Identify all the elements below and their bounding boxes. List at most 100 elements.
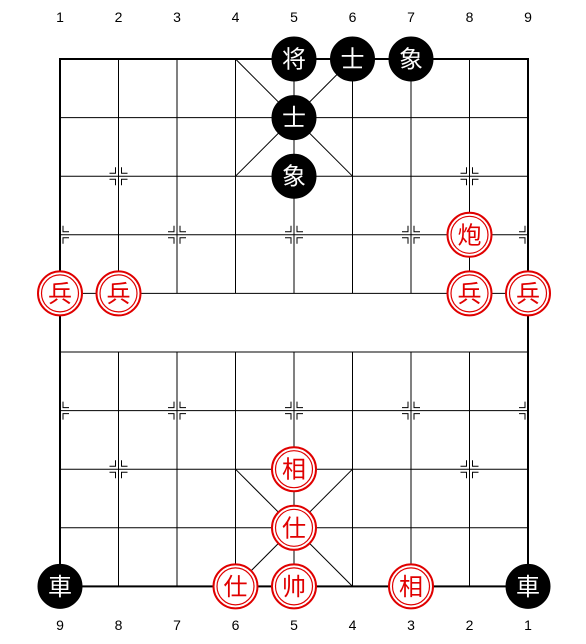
position-mark [402, 237, 409, 244]
position-mark [121, 167, 128, 174]
black-piece[interactable]: 将 [271, 36, 317, 82]
piece-label: 炮 [458, 221, 482, 249]
position-mark [519, 237, 526, 244]
bottom-file-label: 1 [524, 617, 532, 633]
red-piece[interactable]: 相 [271, 446, 317, 493]
piece-label: 兵 [516, 280, 540, 308]
bottom-file-label: 5 [290, 617, 298, 633]
top-file-label: 5 [290, 9, 298, 25]
red-piece[interactable]: 帅 [271, 563, 317, 610]
position-mark [296, 225, 303, 233]
position-mark [109, 471, 116, 479]
red-piece[interactable]: 兵 [505, 270, 551, 317]
bottom-file-label: 9 [56, 617, 64, 633]
piece-label: 象 [282, 163, 306, 191]
piece-label: 車 [516, 573, 540, 601]
bottom-file-label: 6 [232, 617, 240, 633]
red-piece[interactable]: 相 [388, 563, 434, 610]
piece-label: 兵 [107, 280, 131, 308]
black-piece[interactable]: 象 [388, 36, 434, 82]
position-mark [285, 225, 292, 233]
bottom-file-label: 3 [407, 617, 415, 633]
position-mark [460, 460, 467, 467]
black-piece[interactable]: 車 [505, 563, 551, 609]
position-mark [413, 225, 420, 233]
bottom-file-label: 2 [466, 617, 474, 633]
position-mark [62, 225, 69, 233]
black-piece[interactable]: 士 [271, 95, 317, 141]
position-marks [62, 167, 526, 479]
position-mark [460, 167, 467, 174]
position-mark [519, 413, 526, 420]
pieces-layer: 将士象士象炮兵兵兵兵相仕車仕帅相車 [37, 36, 551, 610]
top-file-label: 4 [232, 9, 240, 25]
red-piece[interactable]: 炮 [446, 211, 493, 258]
position-mark [296, 401, 303, 409]
piece-label: 帅 [282, 573, 306, 601]
piece-label: 仕 [282, 514, 306, 542]
bottom-file-label: 7 [173, 617, 181, 633]
black-piece[interactable]: 車 [37, 563, 83, 609]
red-piece[interactable]: 仕 [212, 563, 259, 610]
position-mark [62, 237, 69, 244]
black-piece[interactable]: 士 [330, 36, 375, 82]
black-piece[interactable]: 象 [271, 153, 317, 199]
piece-label: 象 [399, 46, 423, 74]
position-mark [121, 178, 128, 186]
piece-label: 士 [282, 104, 306, 132]
position-mark [168, 225, 175, 233]
piece-label: 仕 [224, 573, 248, 601]
position-mark [62, 401, 69, 409]
piece-label: 兵 [458, 280, 482, 308]
position-mark [121, 471, 128, 479]
position-mark [402, 225, 409, 233]
position-mark [472, 167, 479, 174]
position-mark [413, 413, 420, 420]
position-mark [179, 237, 186, 244]
position-mark [179, 225, 186, 233]
position-mark [109, 167, 116, 174]
position-mark [402, 413, 409, 420]
position-mark [472, 178, 479, 186]
piece-label: 将 [282, 46, 306, 74]
position-mark [460, 178, 467, 186]
position-mark [179, 413, 186, 420]
red-piece[interactable]: 仕 [271, 504, 317, 551]
bottom-file-labels: 9 8 7 6 5 4 3 2 1 [56, 617, 532, 633]
bottom-file-label: 8 [115, 617, 123, 633]
red-piece[interactable]: 兵 [95, 270, 142, 317]
top-file-label: 6 [349, 9, 357, 25]
top-file-label: 8 [466, 9, 474, 25]
piece-label: 相 [282, 456, 306, 484]
red-piece[interactable]: 兵 [446, 270, 493, 317]
bottom-file-label: 4 [349, 617, 357, 633]
position-mark [168, 413, 175, 420]
position-mark [402, 401, 409, 409]
position-mark [472, 471, 479, 479]
top-file-label: 7 [407, 9, 415, 25]
position-mark [472, 460, 479, 467]
piece-label: 車 [48, 573, 72, 601]
position-mark [285, 237, 292, 244]
top-file-label: 1 [56, 9, 64, 25]
position-mark [109, 178, 116, 186]
top-file-label: 2 [115, 9, 123, 25]
position-mark [519, 225, 526, 233]
position-mark [285, 401, 292, 409]
position-mark [109, 460, 116, 467]
position-mark [296, 413, 303, 420]
position-mark [519, 401, 526, 409]
piece-label: 兵 [48, 280, 72, 308]
position-mark [168, 401, 175, 409]
piece-label: 士 [341, 46, 365, 74]
piece-label: 相 [399, 573, 423, 601]
position-mark [460, 471, 467, 479]
position-mark [121, 460, 128, 467]
position-mark [62, 413, 69, 420]
position-mark [168, 237, 175, 244]
red-piece[interactable]: 兵 [37, 270, 83, 317]
top-file-label: 9 [524, 9, 532, 25]
position-mark [179, 401, 186, 409]
